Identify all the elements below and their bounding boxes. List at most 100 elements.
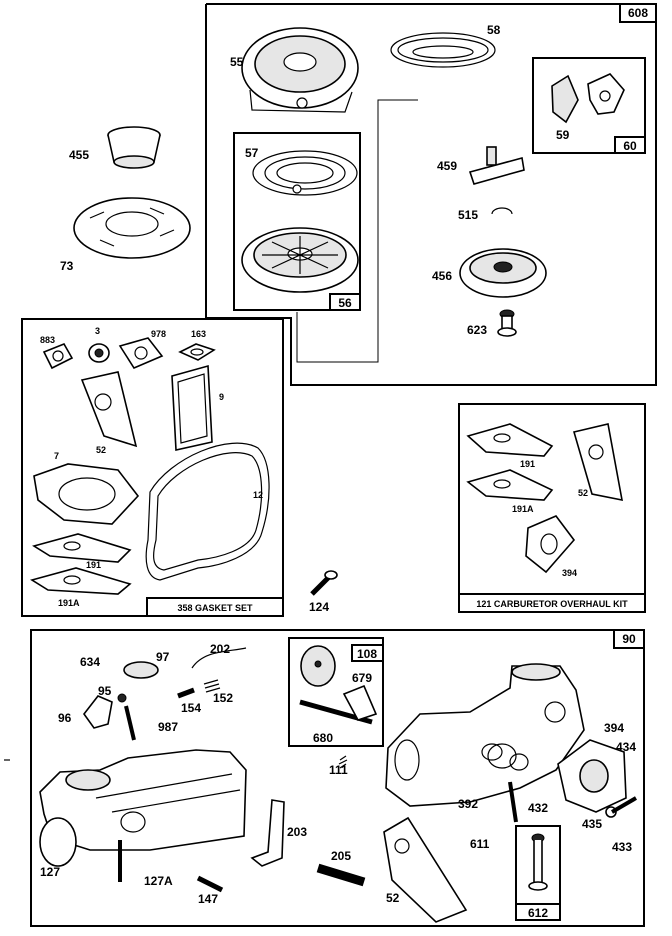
shaft-205-part (316, 863, 366, 887)
part-154-label: 154 (181, 701, 201, 715)
part-455-label: 455 (69, 148, 89, 162)
part-883-label: 883 (40, 335, 55, 345)
part-57-label: 57 (245, 146, 259, 160)
part-9-label: 9 (219, 392, 224, 402)
carb-kit-title: 121 CARBURETOR OVERHAUL KIT (476, 599, 628, 609)
gasket-9-part (171, 364, 213, 451)
carburetor-body-right (385, 663, 585, 807)
choke-plate-part (300, 645, 336, 687)
kit-612-badge (515, 903, 561, 921)
part-7-label: 7 (54, 451, 59, 461)
part-127-label: 127 (40, 865, 60, 879)
starter-pawl-part (551, 73, 625, 124)
part-515-label: 515 (458, 208, 478, 222)
part-191Ab-label: 191A (512, 504, 534, 514)
part-55-label: 55 (230, 55, 244, 69)
part-95-label: 95 (98, 684, 112, 698)
nozzle-611-part (508, 781, 518, 823)
part-152-label: 152 (213, 691, 233, 705)
lever-203-part (250, 799, 285, 867)
part-52c-label: 52 (386, 891, 400, 905)
part-12-label: 12 (253, 490, 263, 500)
part-202-label: 202 (210, 642, 230, 656)
part-124-label: 124 (309, 600, 329, 614)
part-434-label: 434 (616, 740, 636, 754)
kit-108-label: 108 (357, 647, 377, 661)
kit-56-frame (233, 132, 361, 311)
part-205-label: 205 (331, 849, 351, 863)
screw-154-part (177, 687, 195, 699)
screw-623-part (497, 309, 517, 337)
blower-housing-part (241, 27, 359, 113)
part-52a-label: 52 (96, 445, 106, 455)
kit-90-badge (613, 629, 645, 649)
throttle-plate-part (123, 661, 159, 679)
kit-90-frame (30, 629, 645, 927)
assembly-leader-line (296, 99, 418, 363)
part-623-label: 623 (467, 323, 487, 337)
gasket-52-part (80, 371, 138, 448)
washer-432-part (509, 753, 529, 771)
kit-90-group: 90 108 679 680 634 97 202 95 96 154 152 … (30, 629, 645, 927)
part-3-label: 3 (95, 326, 100, 336)
part-456-label: 456 (432, 269, 452, 283)
part-73-label: 73 (60, 259, 74, 273)
gasket-191b-part (466, 423, 554, 457)
kit-56-label: 56 (338, 296, 352, 310)
part-191b-label: 191 (520, 459, 535, 469)
part-392-label: 392 (458, 797, 478, 811)
air-filter-parts (73, 126, 191, 259)
part-978-label: 978 (151, 329, 166, 339)
part-97-label: 97 (156, 650, 170, 664)
gasket-191-part (32, 533, 132, 563)
kit-90-label: 90 (622, 632, 636, 646)
spring-111-part (338, 755, 348, 769)
screw-433-part (610, 796, 638, 814)
part-203-label: 203 (287, 825, 307, 839)
main-jet-part (528, 833, 548, 891)
kit-60-badge (614, 136, 646, 154)
carb-kit-badge (458, 593, 646, 613)
kit-60-frame (532, 57, 646, 154)
kit-608-group: 608 55 58 60 59 56 (205, 3, 657, 386)
rewind-spring-part (252, 150, 358, 196)
starter-cup-part (459, 248, 547, 298)
governor-link-part (191, 647, 247, 669)
kit-108-badge (351, 644, 384, 662)
starter-ratchet-part (468, 146, 525, 185)
kit-612-label: 612 (528, 906, 548, 920)
gasket-12-part (145, 442, 270, 581)
part-459-label: 459 (437, 159, 457, 173)
part-59-label: 59 (556, 128, 570, 142)
part-96-label: 96 (58, 711, 72, 725)
gasket-52c-part (383, 816, 468, 923)
kit-608-badge (619, 3, 657, 23)
part-611-label: 611 (470, 837, 490, 851)
kit-108-frame (288, 637, 384, 747)
part-435-label: 435 (582, 817, 602, 831)
spring-152-part (203, 679, 221, 693)
part-127A-label: 127A (144, 874, 173, 888)
gasket-52b-part (572, 423, 624, 502)
part-432-label: 432 (528, 801, 548, 815)
kit-56-badge (329, 293, 361, 311)
retainer-ring-part (491, 207, 513, 215)
choke-shaft-part (299, 684, 378, 725)
seal-392-part (487, 743, 517, 769)
carburetor-body-left (39, 749, 247, 882)
part-111-label: 111 (329, 763, 348, 777)
part-679-label: 679 (352, 671, 372, 685)
part-163-label: 163 (191, 329, 206, 339)
gasket-set-badge (146, 597, 284, 617)
part-147-label: 147 (198, 892, 218, 906)
gasket-set-title: 358 GASKET SET (177, 603, 253, 613)
gasket-191A-part (30, 567, 132, 595)
carb-kit-group: 121 CARBURETOR OVERHAUL KIT 191 52 191A … (458, 403, 646, 613)
kit-60-label: 60 (623, 139, 637, 153)
part-680-label: 680 (313, 731, 333, 745)
rope-part (390, 32, 496, 68)
kit-608-label: 608 (628, 6, 648, 20)
part-52b-label: 52 (578, 488, 588, 498)
part-394b-label: 394 (604, 721, 624, 735)
